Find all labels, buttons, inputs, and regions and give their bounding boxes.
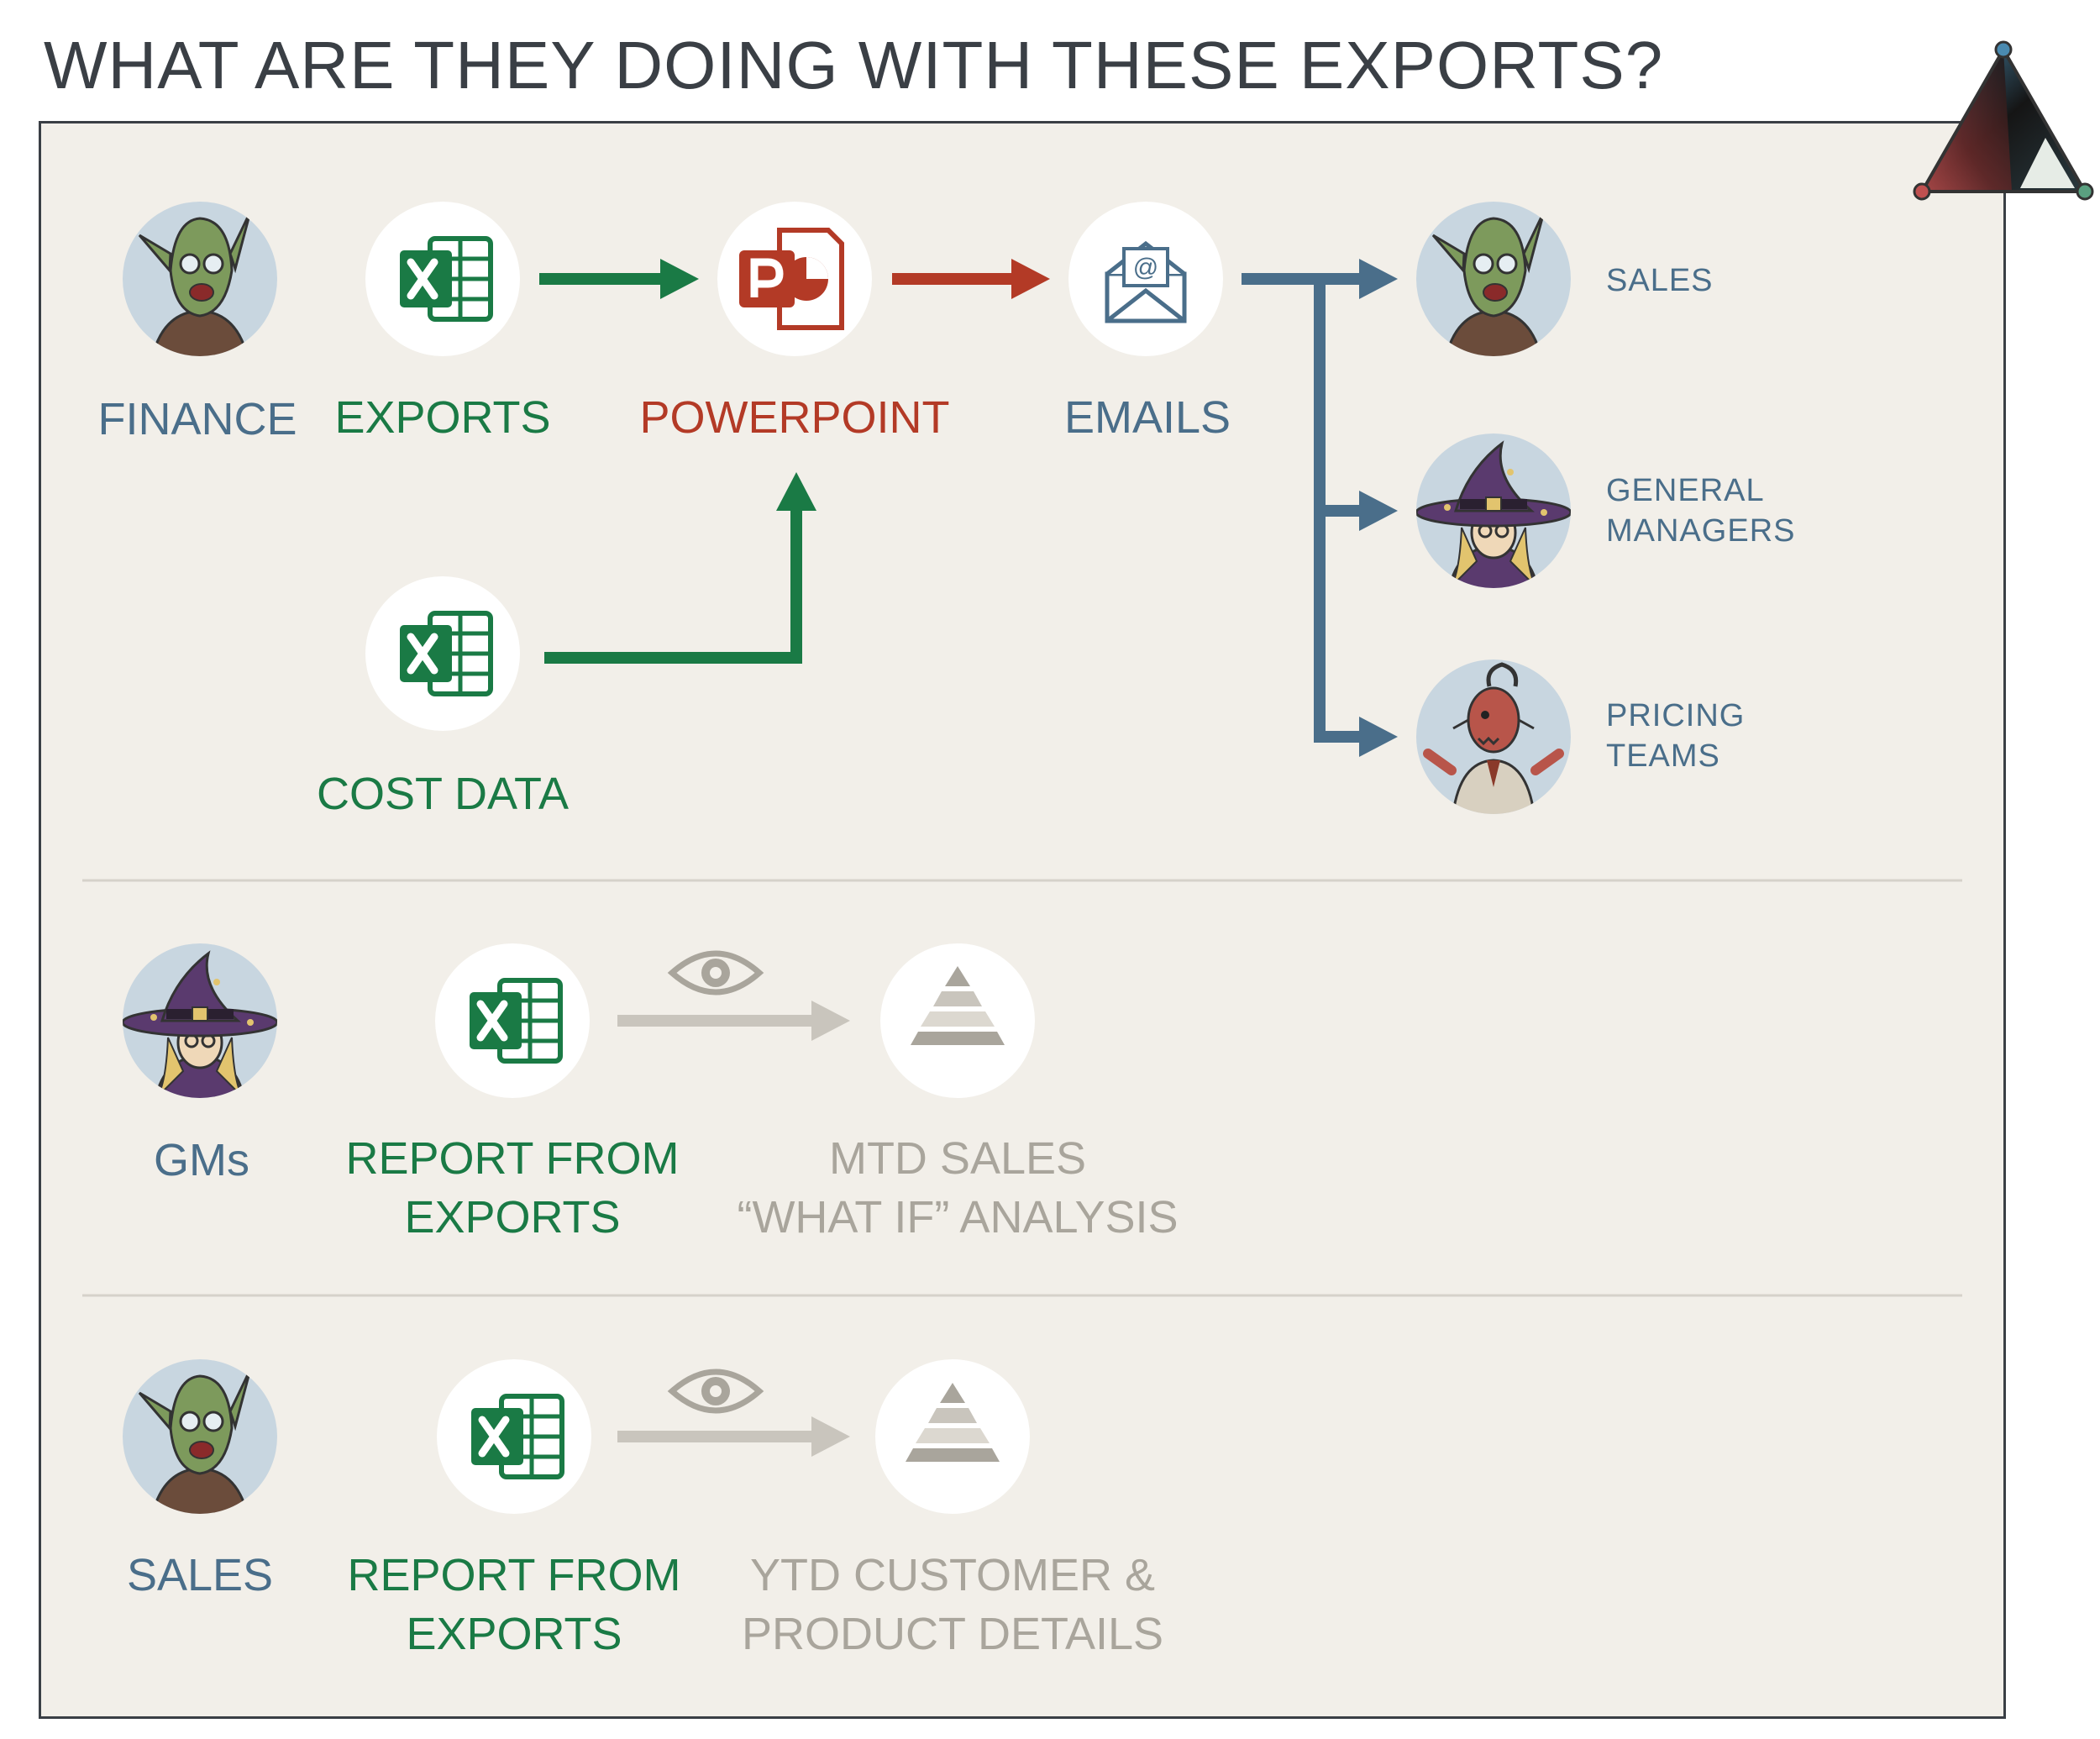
sales-row-label: SALES bbox=[126, 1550, 274, 1600]
recipient-general-managers-label: GENERAL MANAGERS bbox=[1606, 473, 1796, 549]
powerpoint-icon bbox=[739, 228, 844, 330]
page-title: WHAT ARE THEY DOING WITH THESE EXPORTS? bbox=[44, 28, 1664, 102]
cost-data-excel-icon bbox=[400, 613, 491, 694]
emails-label: EMAILS bbox=[1063, 392, 1231, 443]
sales-report-label: REPORT FROM EXPORTS bbox=[347, 1550, 681, 1659]
cost-data-label: COST DATA bbox=[316, 769, 570, 819]
gm-avatar-icon bbox=[1416, 433, 1571, 603]
svg-text:@: @ bbox=[1133, 254, 1158, 281]
sales-avatar-icon bbox=[1416, 202, 1571, 371]
recipient-sales-label: SALES bbox=[1606, 263, 1714, 298]
recipient-pricing-teams-label: PRICING TEAMS bbox=[1606, 698, 1746, 774]
triangle-logo-icon bbox=[1913, 40, 2094, 201]
eye-icon bbox=[672, 1372, 759, 1411]
email-icon: @ bbox=[1105, 240, 1187, 323]
pricing-avatar-icon bbox=[1416, 659, 1571, 829]
finance-avatar-icon bbox=[123, 202, 277, 371]
powerpoint-label: POWERPOINT bbox=[639, 392, 950, 443]
gm-report-label: REPORT FROM EXPORTS bbox=[345, 1133, 680, 1243]
eye-icon bbox=[672, 954, 759, 992]
sales-row-avatar-icon bbox=[123, 1359, 277, 1529]
exports-label: EXPORTS bbox=[334, 392, 551, 443]
excel-icon bbox=[400, 239, 491, 319]
sales-report-excel-icon bbox=[471, 1396, 562, 1477]
sales-result-label: YTD CUSTOMER & PRODUCT DETAILS bbox=[741, 1550, 1164, 1659]
gms-avatar-icon bbox=[123, 943, 277, 1113]
gm-report-excel-icon bbox=[470, 980, 560, 1061]
gm-result-label: MTD SALES “WHAT IF” ANALYSIS bbox=[737, 1133, 1179, 1243]
finance-label: FINANCE bbox=[97, 394, 297, 444]
gms-label: GMs bbox=[154, 1135, 249, 1185]
